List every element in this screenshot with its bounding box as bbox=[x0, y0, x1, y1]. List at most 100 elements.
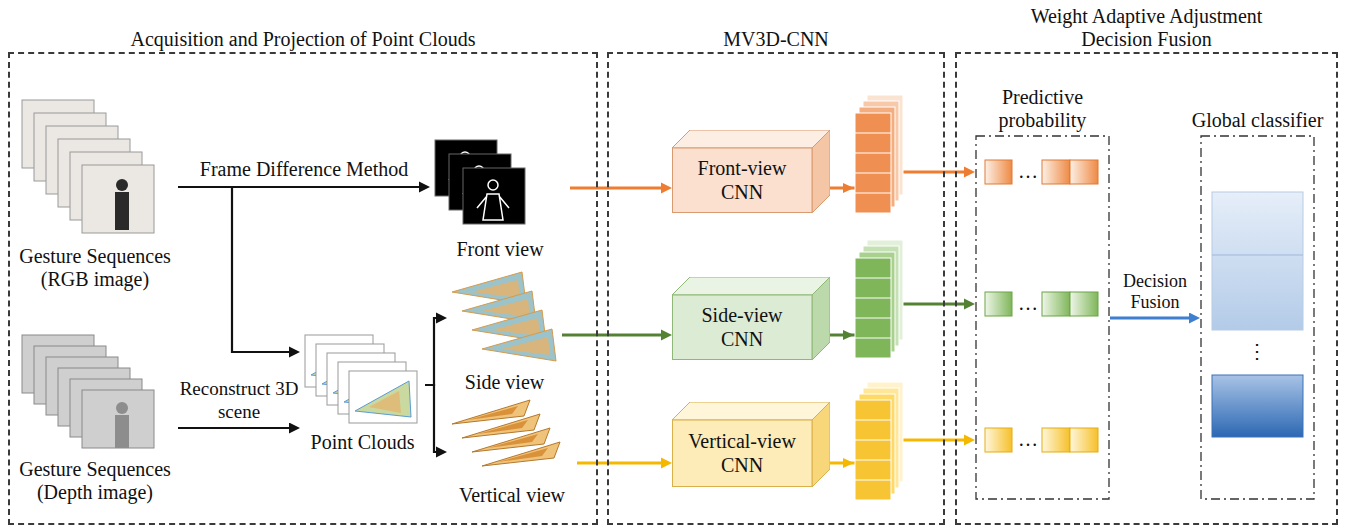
text-holder: Gesture Sequences (RGB image) bbox=[12, 245, 178, 292]
frame bbox=[482, 442, 560, 466]
ellipsis: ⋮ bbox=[1247, 340, 1267, 364]
prob-bar bbox=[1070, 292, 1098, 316]
dashdot-outline bbox=[975, 135, 1110, 500]
prob-bar bbox=[985, 160, 1012, 184]
edge-label: Frame Difference Method bbox=[200, 158, 408, 182]
cnn-front-face bbox=[673, 148, 813, 213]
classifier-bars bbox=[1212, 192, 1303, 437]
text-holder: Vertical-view CNN bbox=[672, 420, 812, 487]
side-frames bbox=[452, 272, 556, 361]
prob-bar bbox=[1042, 292, 1070, 316]
panel-title: MV3D-CNN bbox=[723, 28, 829, 51]
connector bbox=[178, 187, 300, 358]
text-holder: Predictive probability bbox=[975, 86, 1110, 135]
box-border bbox=[1201, 136, 1314, 499]
connector-line bbox=[178, 187, 291, 352]
arrowhead bbox=[289, 423, 300, 434]
dashdot-box: Predictive probability bbox=[975, 135, 1110, 500]
arrowhead bbox=[419, 182, 430, 193]
connector bbox=[577, 458, 672, 469]
panel-title: Acquisition and Projection of Point Clou… bbox=[131, 28, 476, 51]
class-bar bbox=[1212, 192, 1303, 330]
prob-bar bbox=[1042, 160, 1070, 184]
panel-title: Weight Adaptive Adjustment Decision Fusi… bbox=[997, 5, 1297, 51]
connector-line bbox=[1110, 317, 1191, 320]
text-holder: … bbox=[1018, 428, 1038, 452]
connector-line bbox=[562, 334, 663, 337]
text-holder: Point Clouds bbox=[300, 431, 425, 455]
box-heading: Global classifier bbox=[1192, 109, 1324, 132]
tile-lines bbox=[855, 278, 891, 338]
image-caption: Point Clouds bbox=[300, 431, 425, 455]
cnn-top-face bbox=[672, 402, 830, 420]
arrowhead bbox=[843, 458, 854, 468]
text-holder: MV3D-CNN bbox=[723, 28, 829, 54]
depth-frames bbox=[22, 335, 154, 448]
tile-lines bbox=[855, 420, 891, 480]
feature-stack-green bbox=[843, 240, 903, 358]
frame bbox=[349, 371, 417, 423]
connector bbox=[425, 313, 447, 386]
feature-map bbox=[855, 258, 891, 358]
frame bbox=[463, 168, 525, 224]
edge-label: Reconstruct 3D scene bbox=[176, 378, 302, 423]
connector bbox=[570, 183, 672, 194]
connector bbox=[1110, 313, 1200, 324]
front-frames bbox=[435, 140, 525, 224]
image-group: Front view bbox=[430, 135, 570, 262]
feature-stack-orange bbox=[843, 95, 903, 213]
connector-line bbox=[425, 385, 438, 452]
dashed-panel: MV3D-CNNFront-view CNNSide-view CNNVerti… bbox=[607, 52, 945, 525]
text-holder: Gesture Sequences (Depth image) bbox=[12, 458, 178, 505]
prob-bar bbox=[1042, 428, 1070, 452]
text-holder: Side-view CNN bbox=[672, 295, 812, 360]
feature-stack-yellow bbox=[843, 382, 903, 500]
rgb-frames bbox=[22, 100, 154, 233]
prob-bar bbox=[1070, 428, 1098, 452]
image-caption: Vertical view bbox=[447, 484, 577, 508]
ellipsis: … bbox=[1018, 428, 1038, 452]
point-cloud-frames bbox=[305, 335, 417, 423]
text-holder: Weight Adaptive Adjustment Decision Fusi… bbox=[997, 5, 1297, 54]
arrowhead bbox=[964, 435, 975, 446]
box-border bbox=[976, 136, 1109, 499]
arrowhead bbox=[964, 299, 975, 310]
cnn-block: Side-view CNN bbox=[672, 277, 830, 360]
arrowhead bbox=[661, 183, 672, 194]
connector-line bbox=[577, 462, 663, 465]
box-heading: Predictive probability bbox=[975, 86, 1110, 132]
prob-bar bbox=[985, 292, 1012, 316]
connector-line bbox=[178, 427, 291, 429]
tile-lines bbox=[855, 133, 891, 193]
cnn-block: Front-view CNN bbox=[672, 130, 830, 213]
cnn-side-face bbox=[812, 402, 830, 487]
arrowhead bbox=[661, 458, 672, 469]
prob-bar bbox=[985, 428, 1012, 452]
image-caption: Gesture Sequences (RGB image) bbox=[12, 245, 178, 292]
cnn-block: Vertical-view CNN bbox=[672, 402, 830, 487]
image-group: Vertical view bbox=[447, 398, 577, 508]
text-holder: … bbox=[1018, 292, 1038, 316]
text-holder: Global classifier bbox=[1192, 109, 1324, 135]
arrowhead bbox=[436, 447, 447, 458]
cnn-front-face bbox=[673, 420, 813, 487]
text-holder: Reconstruct 3D scene bbox=[176, 378, 302, 423]
probability-bars bbox=[985, 160, 1098, 452]
arrowhead bbox=[843, 183, 854, 193]
image-group: Side view bbox=[447, 265, 562, 395]
text-holder: … bbox=[1018, 160, 1038, 184]
arrowhead bbox=[964, 167, 975, 178]
text-holder: Acquisition and Projection of Point Clou… bbox=[131, 28, 476, 54]
text-holder: Side view bbox=[447, 371, 562, 395]
frame bbox=[482, 329, 556, 361]
text-holder: ⋮ bbox=[1247, 340, 1267, 364]
block-label: Side-view CNN bbox=[682, 304, 802, 351]
ellipsis: … bbox=[1018, 292, 1038, 316]
text-holder: Vertical view bbox=[447, 484, 577, 508]
cnn-front-face bbox=[673, 295, 813, 360]
text-holder: Front view bbox=[430, 238, 570, 262]
vertical-frames bbox=[452, 400, 560, 466]
prob-bar bbox=[1070, 160, 1098, 184]
frame bbox=[82, 390, 154, 448]
edge-label: Decision Fusion bbox=[1115, 271, 1195, 313]
